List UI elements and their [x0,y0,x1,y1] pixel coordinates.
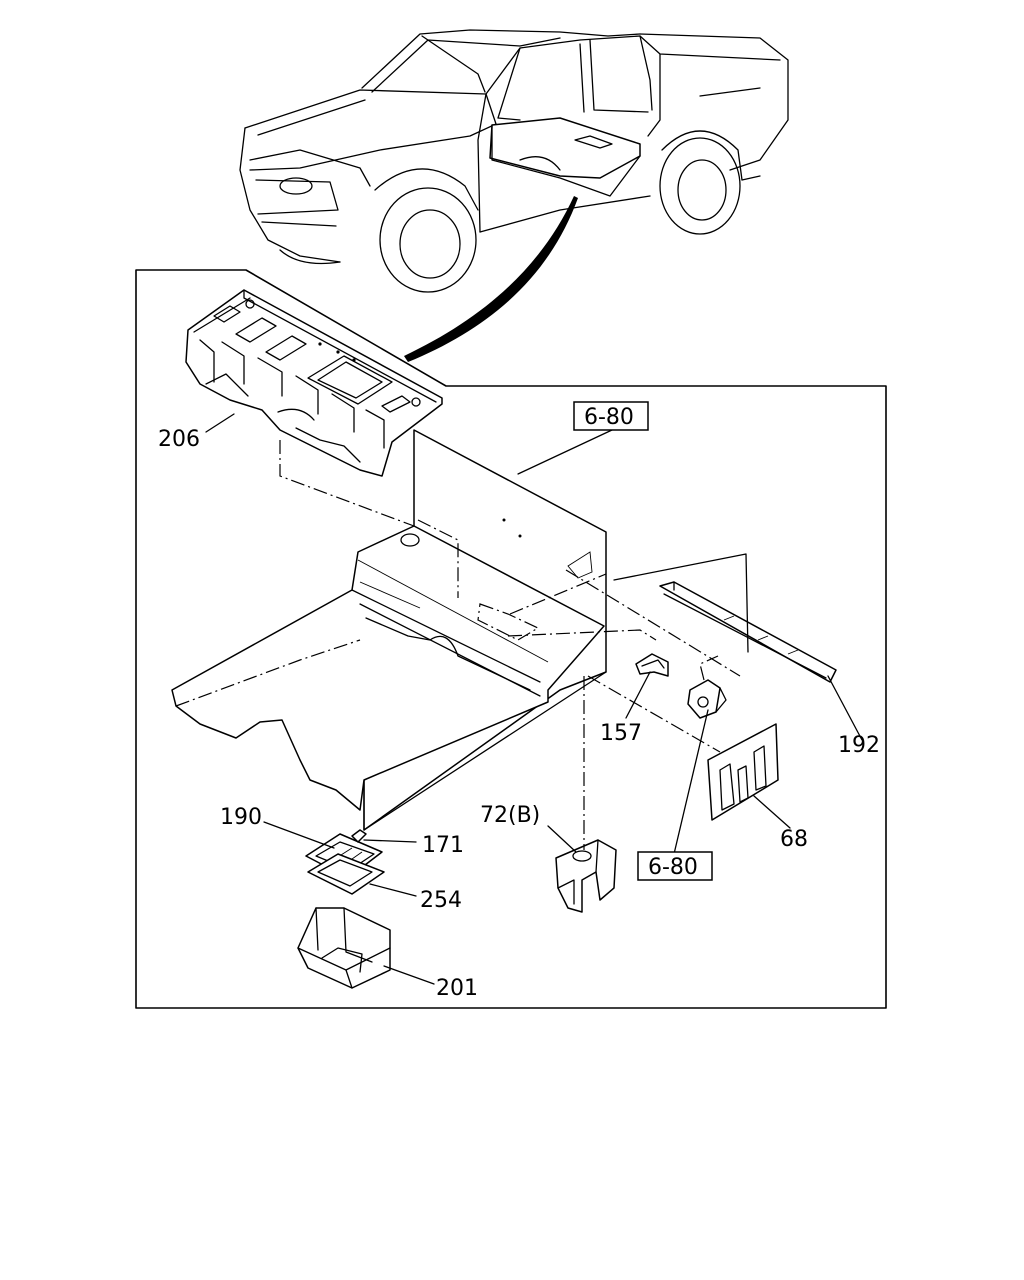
callout-201: 201 [436,976,478,1001]
ref-top-6-80[interactable]: 6-80 [584,405,634,430]
callout-72b: 72(B) [480,803,540,828]
callout-190: 190 [220,805,262,830]
ref-bottom-6-80[interactable]: 6-80 [648,855,698,880]
ref-box-top [573,401,649,431]
part-68-plate [707,723,779,821]
part-206-floor-mat [185,289,443,477]
detail-frame [135,269,887,1009]
callout-206: 206 [158,427,200,452]
bracket-6-80 [687,655,727,719]
callout-171: 171 [422,833,464,858]
ref-box-bottom [637,851,713,881]
part-72b-bracket [555,839,617,913]
leader-lines [205,413,863,985]
part-254-gasket [307,853,385,895]
callout-254: 254 [420,888,462,913]
part-201-tray [297,907,391,989]
truck-illustration [239,29,789,293]
floor-panel [171,429,657,831]
callout-68: 68 [780,827,808,852]
callout-192: 192 [838,733,880,758]
part-171-clip [351,829,367,843]
zoom-pointer [404,196,578,362]
part-157-clip [635,653,669,677]
callout-labels: 206 6-80 192 157 68 6-80 72(B) 190 171 2… [158,401,880,1001]
part-206-guide-line [279,440,415,527]
callout-157: 157 [600,721,642,746]
